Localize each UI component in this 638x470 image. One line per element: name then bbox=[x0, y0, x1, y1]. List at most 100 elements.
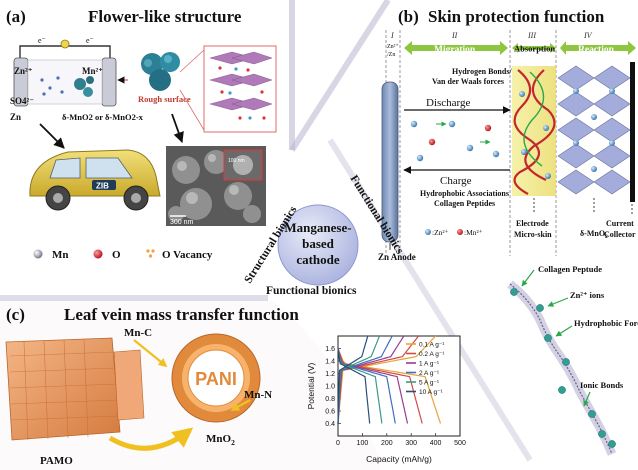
bulb-icon bbox=[60, 39, 70, 49]
migration-label: Migration bbox=[434, 45, 476, 55]
charge-curve-3 bbox=[337, 335, 393, 424]
x-tick-label-5: 500 bbox=[454, 440, 466, 447]
legend-label-4: 5 A g⁻¹ bbox=[419, 380, 440, 387]
pamo-label: PAMO bbox=[40, 455, 73, 467]
mno2-label: δ-MnO2 or δ-MnO2-x bbox=[62, 112, 144, 122]
y-tick-label-4: 1.2 bbox=[325, 371, 335, 378]
vacancy-legend-label: O Vacancy bbox=[162, 249, 213, 261]
reaction-label: Reaction bbox=[578, 45, 615, 55]
legend-label-0: 0.1 A g⁻¹ bbox=[419, 342, 445, 349]
current-collector bbox=[630, 62, 635, 202]
pani-label: PANI bbox=[195, 369, 237, 389]
zone-ii: II bbox=[451, 31, 458, 40]
vacancy-legend-symbol bbox=[146, 249, 155, 258]
charge-label: Charge bbox=[440, 175, 472, 187]
ion-legend: :Zn²⁺ :Mn²⁺ bbox=[425, 228, 483, 237]
ionic-bonds-label: Ionic Bonds bbox=[580, 380, 624, 390]
panel-a-title: Flower-like structure bbox=[88, 7, 242, 26]
chart-series bbox=[337, 335, 442, 424]
cathode-electrode bbox=[101, 57, 117, 107]
zone-i: I bbox=[390, 31, 394, 40]
charge-curve-1 bbox=[337, 335, 419, 424]
panel-a-letter: (a) bbox=[6, 7, 26, 26]
center-line1: Manganese- bbox=[284, 220, 351, 235]
peptide-panel: Collagen Peptude Zn²⁺ ions Hydrophobic F… bbox=[507, 264, 638, 456]
center-circle bbox=[277, 204, 359, 286]
zn2-label: Zn²⁺ bbox=[387, 44, 399, 50]
pamo-block: PAMO bbox=[5, 337, 145, 467]
discharge-curve-4 bbox=[337, 348, 383, 424]
y-tick-label-2: 0.8 bbox=[325, 396, 335, 403]
ions-migration bbox=[410, 120, 500, 162]
x-tick-label-2: 200 bbox=[381, 440, 393, 447]
zn-ion-label: Zn²⁺ bbox=[14, 66, 33, 76]
legend-label-3: 2 A g⁻¹ bbox=[419, 370, 440, 377]
charge-curve-5 bbox=[337, 335, 369, 424]
y-tick-label-6: 1.6 bbox=[325, 346, 335, 353]
chart-x-ticks: 0 100 200 300 400 500 bbox=[336, 433, 466, 447]
center-line3: cathode bbox=[296, 252, 340, 267]
x-tick-label-1: 100 bbox=[357, 440, 369, 447]
zn-anode-label: Zn Anode bbox=[378, 252, 416, 262]
mn-legend-label: Mn bbox=[52, 249, 69, 261]
zn-ions-label: Zn²⁺ ions bbox=[570, 290, 605, 300]
y-tick-label-5: 1.4 bbox=[325, 359, 335, 366]
center-line2: based bbox=[302, 236, 335, 251]
mn-n-label: Mn-N bbox=[244, 389, 272, 401]
panel-c: (c) Leaf vein mass transfer function PAM… bbox=[5, 305, 466, 467]
car-badge: ZIB bbox=[96, 182, 109, 191]
hbond-line2: Van der Waals forces bbox=[432, 77, 504, 86]
absorption-label: Absorption bbox=[514, 44, 555, 54]
panel-c-title: Leaf vein mass transfer function bbox=[64, 305, 299, 324]
mno2-b-label: δ-MnO2 bbox=[580, 229, 608, 240]
o-legend-label: O bbox=[112, 249, 121, 261]
hydrophobic-assoc-label: Hydrophobic Associations bbox=[420, 189, 509, 198]
mno2-c-label: MnO2 bbox=[206, 433, 235, 447]
car-illustration: ZIB bbox=[29, 149, 161, 211]
mn-legend-symbol bbox=[33, 249, 43, 259]
pani-ring: PANI bbox=[171, 333, 261, 423]
y-tick-label-1: 0.6 bbox=[325, 409, 335, 416]
rough-surface-label: Rough surface bbox=[138, 94, 191, 104]
collagen-peptude-label: Collagen Peptude bbox=[538, 264, 602, 274]
mn-legend-label-b: :Mn²⁺ bbox=[464, 228, 483, 237]
hydrophobic-force-label: Hydrophobic Force bbox=[574, 318, 638, 328]
discharge-label: Discharge bbox=[426, 97, 471, 109]
zone-iv: IV bbox=[583, 31, 593, 40]
panel-b-letter: (b) bbox=[398, 7, 419, 26]
zn-slash-label: /Zn bbox=[387, 52, 395, 58]
panel-a: (a) Flower-like structure e⁻ e⁻ Zn²⁺ Mn²… bbox=[6, 7, 277, 261]
zn-legend-label: :Zn²⁺ bbox=[432, 228, 449, 237]
chart-x-label: Capacity (mAh/g) bbox=[366, 454, 432, 464]
chart-y-label: Potential (V) bbox=[306, 362, 316, 409]
zn-label: Zn bbox=[10, 112, 21, 122]
panel-b: (b) Skin protection function I II III IV… bbox=[378, 7, 636, 262]
y-tick-label-0: 0.4 bbox=[325, 421, 335, 428]
hbond-line1: Hydrogen Bonds/ bbox=[452, 67, 512, 76]
x-tick-label-0: 0 bbox=[336, 440, 340, 447]
battery-cell: e⁻ e⁻ Zn²⁺ Mn²⁺ SO4²⁻ Zn δ-MnO2 or δ-MnO… bbox=[10, 36, 144, 122]
mn-legend-symbol-b bbox=[457, 229, 463, 235]
zone-iii: III bbox=[527, 31, 536, 40]
skin-ions bbox=[519, 91, 551, 179]
charge-curve-4 bbox=[337, 335, 381, 424]
zn-legend-symbol bbox=[425, 229, 431, 235]
legend-label-1: 0.2 A g⁻¹ bbox=[419, 351, 445, 358]
atom-legend: Mn O O Vacancy bbox=[33, 249, 213, 261]
functional-bionics-bottom-label: Functional bionics bbox=[266, 285, 357, 297]
chart-legend: 0.1 A g⁻¹0.2 A g⁻¹1 A g⁻¹2 A g⁻¹5 A g⁻¹1… bbox=[406, 342, 445, 396]
nanoflower-cluster bbox=[74, 76, 94, 97]
legend-label-5: 10 A g⁻¹ bbox=[419, 389, 444, 396]
x-tick-label-3: 300 bbox=[405, 440, 417, 447]
mn-c-label: Mn-C bbox=[124, 327, 152, 339]
x-tick-label-4: 400 bbox=[430, 440, 442, 447]
panel-c-letter: (c) bbox=[6, 305, 25, 324]
sulfate-label: SO4²⁻ bbox=[10, 96, 34, 106]
electron-left: e⁻ bbox=[38, 36, 46, 45]
mn-ion-label: Mn²⁺ bbox=[82, 66, 103, 76]
sem-image: 100 nm 300 nm bbox=[166, 146, 266, 226]
electrode-label-2: Micro-skin bbox=[514, 230, 552, 239]
panel-b-title: Skin protection function bbox=[428, 7, 605, 26]
